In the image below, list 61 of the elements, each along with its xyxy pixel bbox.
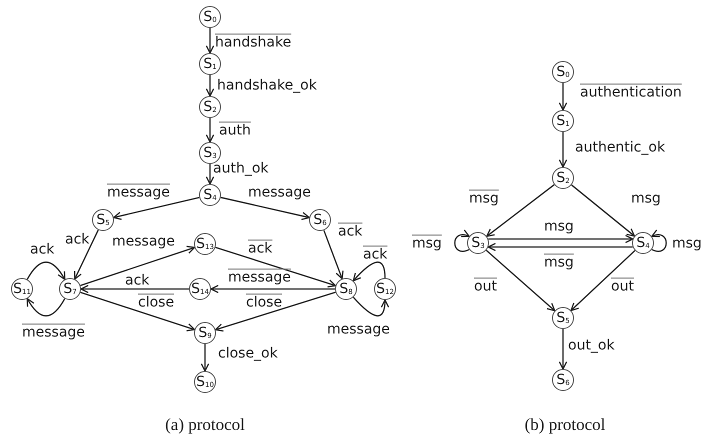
arrow — [206, 118, 214, 143]
arrow — [323, 230, 344, 280]
arrow — [558, 132, 568, 168]
arrow — [26, 262, 66, 280]
arrow — [488, 234, 634, 244]
arrow — [558, 83, 568, 111]
figure-caption: (b) protocol — [524, 415, 606, 435]
edge-label: ack — [65, 230, 90, 248]
arrow — [214, 292, 336, 332]
arrow — [352, 296, 389, 316]
arrow — [80, 284, 189, 294]
figure-caption: (a) protocol — [165, 415, 245, 435]
edge-label: out_ok — [568, 336, 615, 354]
arrow — [215, 246, 336, 288]
edge-label: message — [327, 320, 390, 338]
arrow — [454, 230, 470, 252]
edge-label: ack — [30, 240, 54, 258]
edge-label: msg — [412, 234, 442, 252]
edge-label: message — [112, 232, 175, 250]
arrow — [486, 184, 555, 237]
edge-label: close — [138, 294, 174, 312]
edge-label: out — [474, 278, 497, 296]
arrow — [352, 262, 386, 282]
arrow — [113, 196, 200, 220]
edge-label: auth — [219, 122, 251, 140]
edge-label: msg — [544, 254, 574, 272]
edge-label: ack — [248, 240, 272, 258]
edge-label: msg — [469, 190, 499, 208]
edge-label: close — [246, 294, 282, 312]
arrow — [570, 250, 636, 312]
edge-label: out — [611, 278, 634, 296]
arrow — [486, 250, 556, 312]
edge-label: authentic_ok — [575, 138, 666, 156]
edge-label: ack — [338, 222, 362, 240]
edge-label: msg — [544, 218, 574, 236]
edge-label: authentication — [580, 84, 682, 102]
edge-label: ack — [363, 246, 388, 264]
edge-label: message — [22, 324, 85, 342]
edge-label: close_ok — [218, 344, 278, 362]
edge-label: ack — [125, 272, 150, 290]
edge-label: handshake_ok — [217, 76, 317, 94]
arrow — [80, 292, 196, 332]
arrow — [26, 298, 66, 316]
edge-label: message — [248, 184, 311, 202]
arrow — [210, 284, 335, 294]
edge-label: message — [228, 268, 291, 286]
edge-label: handshake — [215, 34, 292, 52]
arrow — [220, 196, 310, 220]
arrow — [488, 242, 633, 252]
arrow — [206, 28, 214, 54]
arrow — [200, 344, 210, 372]
arrow — [80, 246, 196, 286]
arrow — [206, 164, 214, 185]
edge-label: msg — [631, 190, 661, 208]
arrow — [558, 329, 568, 370]
arrow — [206, 75, 214, 97]
edge-label: msg — [672, 234, 702, 252]
arrow — [571, 184, 636, 237]
arrow — [74, 230, 99, 280]
arrow — [651, 230, 667, 252]
edge-label: message — [107, 184, 170, 202]
